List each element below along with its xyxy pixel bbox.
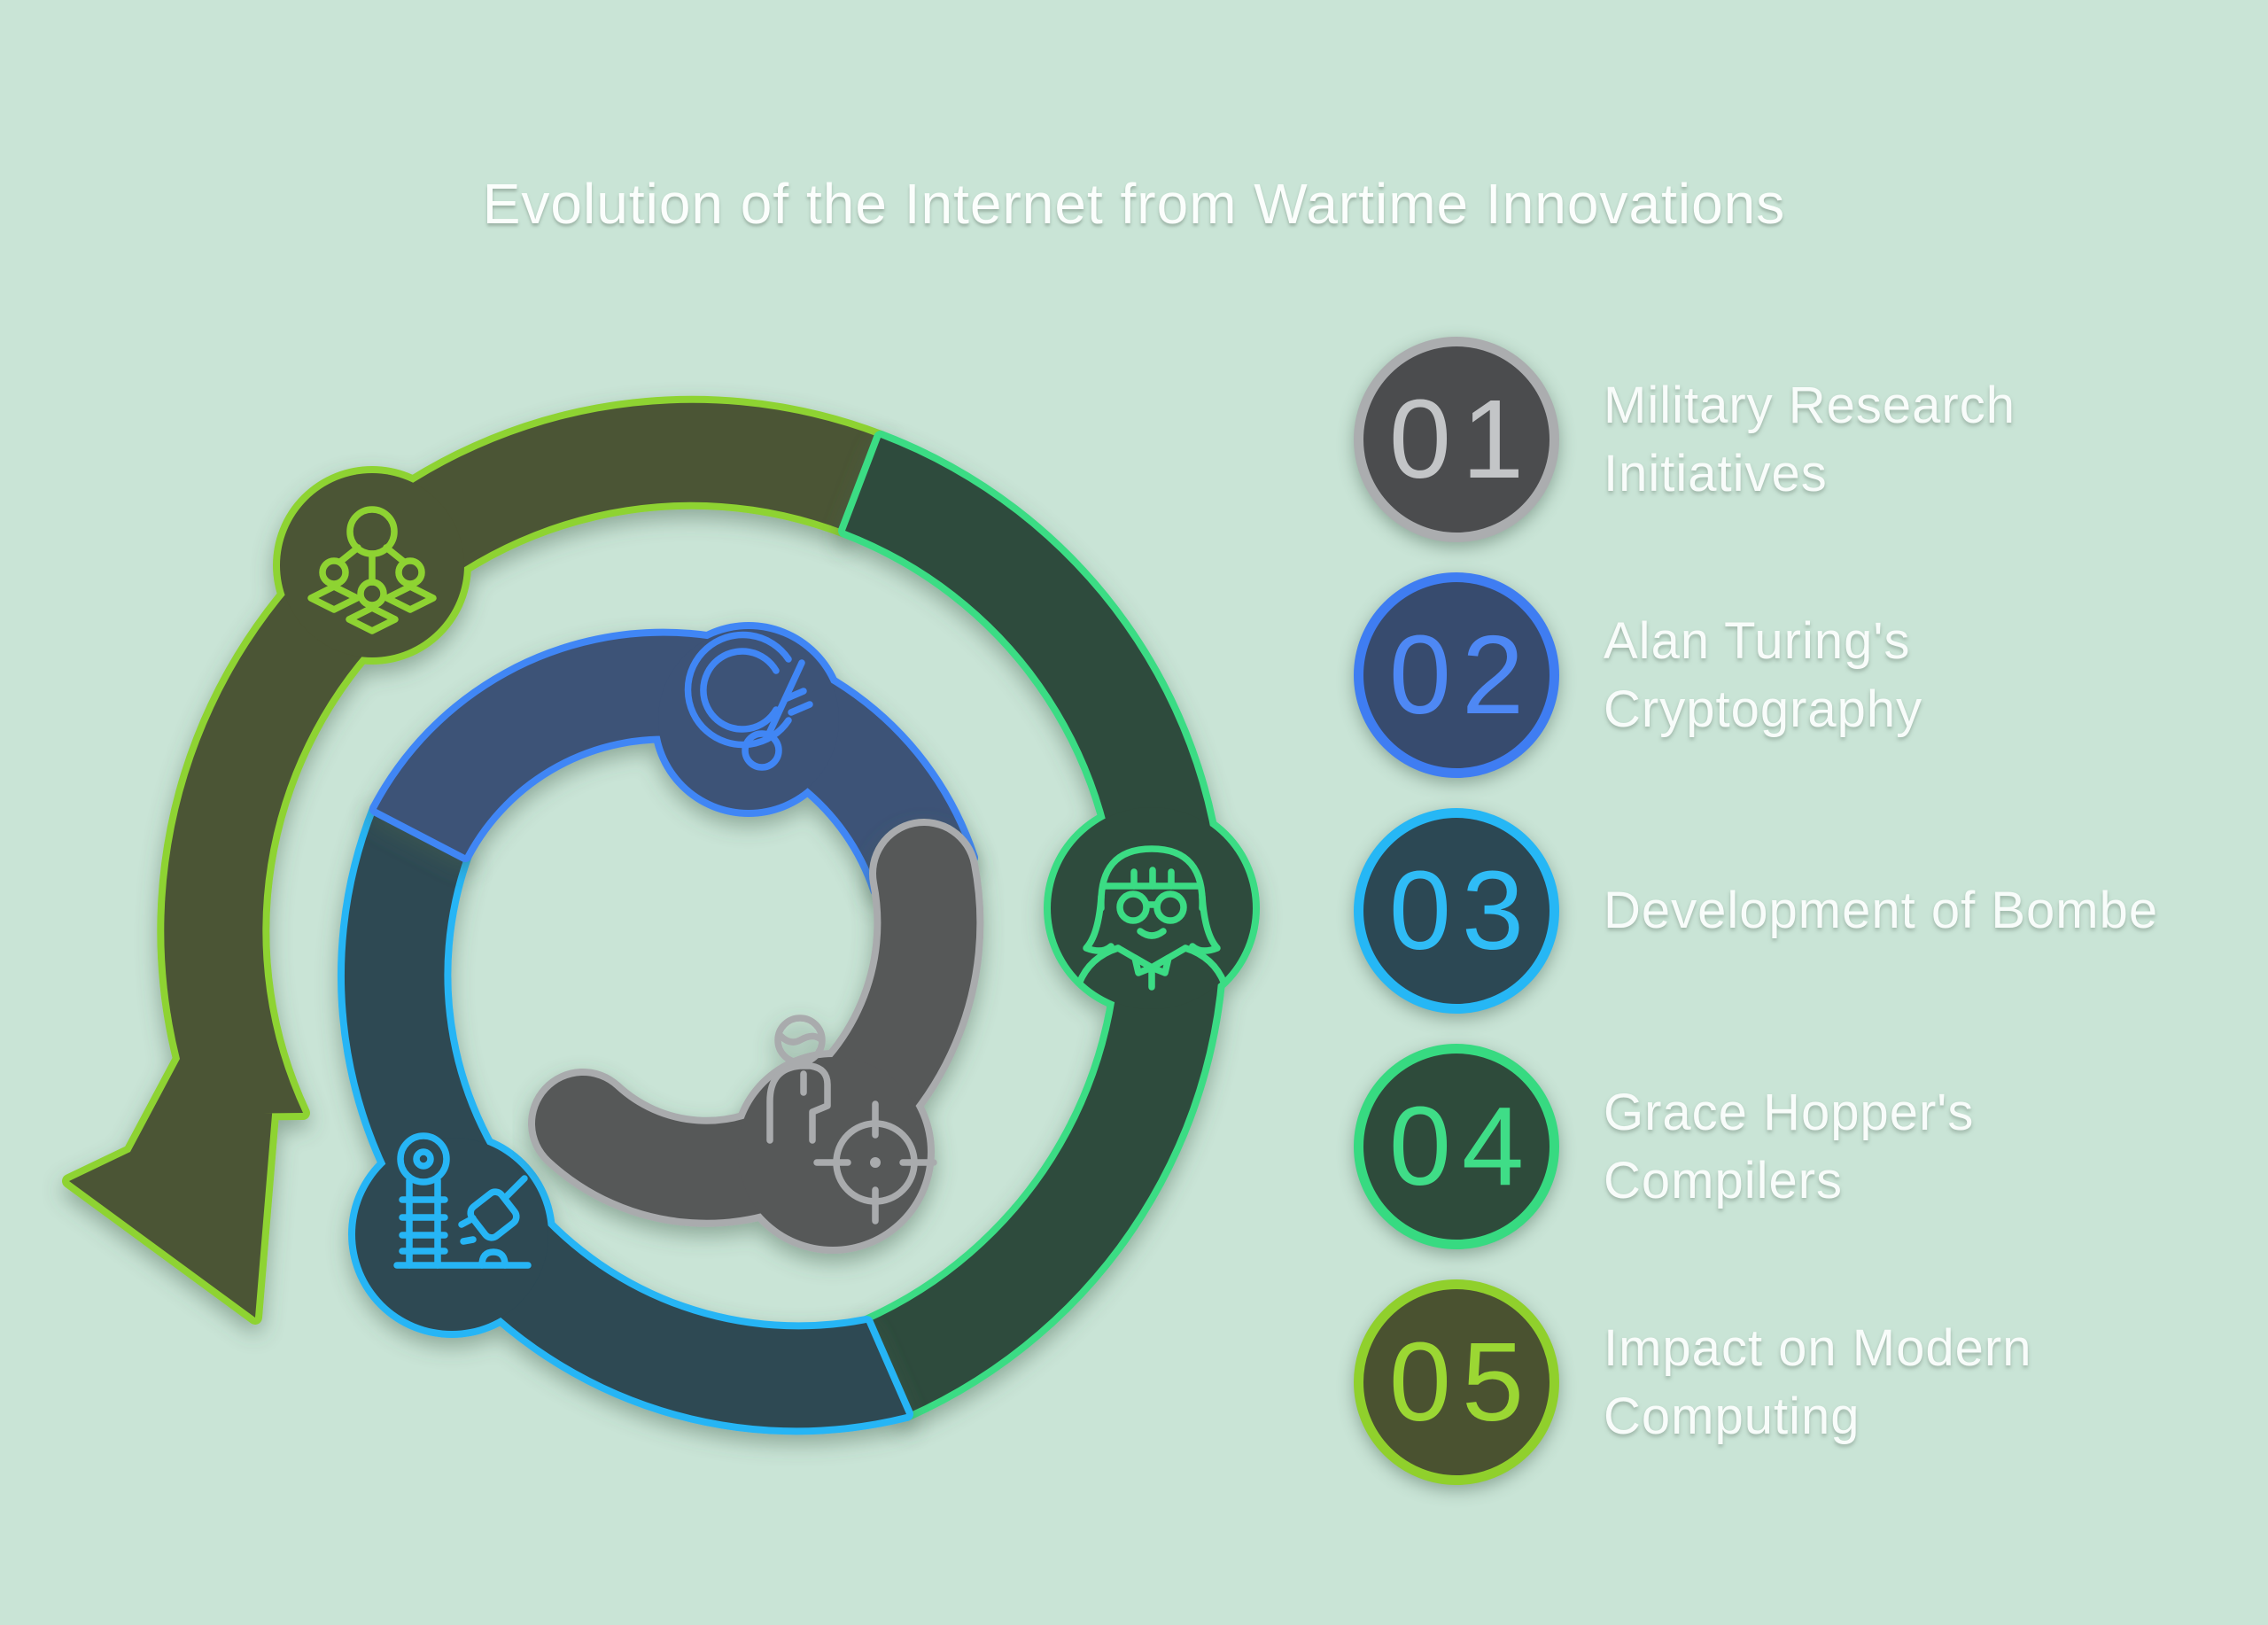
step-number-badge: 02 [1354, 572, 1559, 778]
step-label: Alan Turing's Cryptography [1604, 611, 1923, 738]
circular-key-icon [684, 631, 813, 771]
spiral-segment-turing-cryptography [369, 622, 978, 897]
step-label: Impact on Modern Computing [1604, 1318, 2032, 1445]
step-label: Development of Bombe [1604, 882, 2159, 940]
person-target-icon [766, 1015, 937, 1225]
step-number: 01 [1388, 377, 1535, 501]
step-number-badge: 01 [1354, 337, 1559, 542]
spiral-segment-impact-modern-computing [62, 395, 888, 1325]
network-hierarchy-icon [307, 506, 437, 634]
step-label: Grace Hopper's Compilers [1604, 1083, 1975, 1209]
spiral-segment-military-research [528, 819, 984, 1254]
list-item: 01 Military Research Initiatives [1354, 337, 2158, 542]
list-item: 02 Alan Turing's Cryptography [1354, 572, 2158, 778]
list-item: 03 Development of Bombe [1354, 808, 2158, 1014]
step-number-badge: 04 [1354, 1044, 1559, 1249]
step-label: Military Research Initiatives [1604, 376, 2016, 502]
step-number: 02 [1388, 612, 1535, 737]
page-title: Evolution of the Internet from Wartime I… [482, 171, 1786, 236]
spiral-segment-bombe [337, 802, 913, 1435]
bombe-machine-icon [393, 1132, 532, 1269]
spiral-segment-grace-hopper [838, 431, 1260, 1421]
list-item: 04 Grace Hopper's Compilers [1354, 1044, 2158, 1249]
step-number: 04 [1388, 1084, 1535, 1209]
step-number-badge: 05 [1354, 1279, 1559, 1485]
step-number: 05 [1388, 1319, 1535, 1444]
woman-portrait-icon [1076, 845, 1228, 991]
step-number: 03 [1388, 848, 1535, 973]
step-number-badge: 03 [1354, 808, 1559, 1014]
steps-list: 01 Military Research Initiatives 02 Alan… [1354, 337, 2158, 1485]
list-item: 05 Impact on Modern Computing [1354, 1279, 2158, 1485]
